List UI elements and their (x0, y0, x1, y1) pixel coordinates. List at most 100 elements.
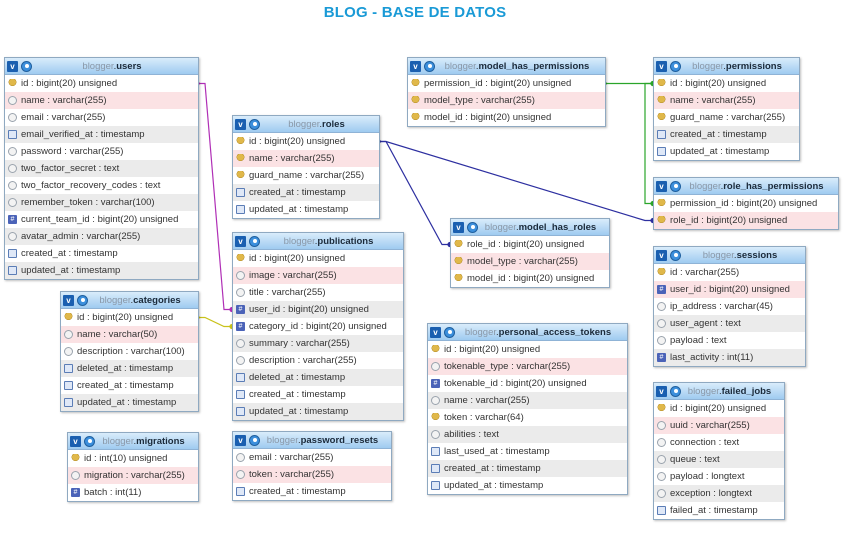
column-row[interactable]: model_type : varchar(255) (451, 253, 609, 270)
collapse-toggle-icon[interactable]: v (656, 249, 667, 261)
column-row[interactable]: description : varchar(255) (233, 352, 403, 369)
column-row[interactable]: two_factor_recovery_codes : text (5, 177, 198, 194)
column-row[interactable]: #batch : int(11) (68, 484, 198, 501)
column-row[interactable]: password : varchar(255) (5, 143, 198, 160)
table-options-icon[interactable] (467, 221, 478, 233)
column-row[interactable]: payload : longtext (654, 468, 784, 485)
column-row[interactable]: created_at : timestamp (654, 126, 799, 143)
column-row[interactable]: uuid : varchar(255) (654, 417, 784, 434)
column-row[interactable]: permission_id : bigint(20) unsigned (654, 195, 838, 212)
collapse-toggle-icon[interactable]: v (410, 60, 421, 72)
column-row[interactable]: name : varchar(255) (654, 92, 799, 109)
column-row[interactable]: #category_id : bigint(20) unsigned (233, 318, 403, 335)
column-row[interactable]: failed_at : timestamp (654, 502, 784, 519)
column-row[interactable]: remember_token : varchar(100) (5, 194, 198, 211)
table-options-icon[interactable] (444, 326, 455, 338)
column-row[interactable]: queue : text (654, 451, 784, 468)
table-options-icon[interactable] (424, 60, 435, 72)
table-options-icon[interactable] (77, 294, 88, 306)
collapse-toggle-icon[interactable]: v (235, 235, 246, 247)
column-row[interactable]: #user_id : bigint(20) unsigned (233, 301, 403, 318)
column-row[interactable]: permission_id : bigint(20) unsigned (408, 75, 605, 92)
column-row[interactable]: exception : longtext (654, 485, 784, 502)
collapse-toggle-icon[interactable]: v (656, 60, 667, 72)
column-row[interactable]: #user_id : bigint(20) unsigned (654, 281, 805, 298)
column-row[interactable]: id : bigint(20) unsigned (233, 250, 403, 267)
column-row[interactable]: created_at : timestamp (5, 245, 198, 262)
table-options-icon[interactable] (670, 249, 681, 261)
table-options-icon[interactable] (84, 435, 95, 447)
table-options-icon[interactable] (249, 235, 260, 247)
collapse-toggle-icon[interactable]: v (656, 180, 667, 192)
column-row[interactable]: id : int(10) unsigned (68, 450, 198, 467)
column-row[interactable]: id : bigint(20) unsigned (428, 341, 627, 358)
collapse-toggle-icon[interactable]: v (70, 435, 81, 447)
collapse-toggle-icon[interactable]: v (63, 294, 74, 306)
column-row[interactable]: created_at : timestamp (233, 483, 391, 500)
column-row[interactable]: title : varchar(255) (233, 284, 403, 301)
column-row[interactable]: image : varchar(255) (233, 267, 403, 284)
collapse-toggle-icon[interactable]: v (430, 326, 441, 338)
column-row[interactable]: updated_at : timestamp (233, 201, 379, 218)
collapse-toggle-icon[interactable]: v (235, 434, 246, 446)
column-row[interactable]: id : bigint(20) unsigned (233, 133, 379, 150)
column-row[interactable]: abilities : text (428, 426, 627, 443)
table-options-icon[interactable] (249, 434, 260, 446)
table-options-icon[interactable] (670, 60, 681, 72)
column-row[interactable]: payload : text (654, 332, 805, 349)
column-row[interactable]: token : varchar(255) (233, 466, 391, 483)
column-row[interactable]: email_verified_at : timestamp (5, 126, 198, 143)
column-row[interactable]: deleted_at : timestamp (61, 360, 198, 377)
collapse-toggle-icon[interactable]: v (656, 385, 667, 397)
table-options-icon[interactable] (21, 60, 32, 72)
column-row[interactable]: model_id : bigint(20) unsigned (451, 270, 609, 287)
column-row[interactable]: description : varchar(100) (61, 343, 198, 360)
column-row[interactable]: role_id : bigint(20) unsigned (654, 212, 838, 229)
column-row[interactable]: summary : varchar(255) (233, 335, 403, 352)
column-row[interactable]: connection : text (654, 434, 784, 451)
column-row[interactable]: two_factor_secret : text (5, 160, 198, 177)
table-options-icon[interactable] (670, 385, 681, 397)
column-row[interactable]: deleted_at : timestamp (233, 369, 403, 386)
column-row[interactable]: model_type : varchar(255) (408, 92, 605, 109)
column-row[interactable]: email : varchar(255) (5, 109, 198, 126)
column-row[interactable]: created_at : timestamp (428, 460, 627, 477)
column-row[interactable]: guard_name : varchar(255) (233, 167, 379, 184)
column-row[interactable]: name : varchar(255) (233, 150, 379, 167)
table-options-icon[interactable] (249, 118, 260, 130)
column-row[interactable]: model_id : bigint(20) unsigned (408, 109, 605, 126)
column-row[interactable]: ip_address : varchar(45) (654, 298, 805, 315)
column-row[interactable]: email : varchar(255) (233, 449, 391, 466)
column-row[interactable]: updated_at : timestamp (428, 477, 627, 494)
column-row[interactable]: created_at : timestamp (233, 386, 403, 403)
column-row[interactable]: updated_at : timestamp (5, 262, 198, 279)
column-row[interactable]: id : bigint(20) unsigned (61, 309, 198, 326)
column-row[interactable]: id : varchar(255) (654, 264, 805, 281)
column-row[interactable]: #current_team_id : bigint(20) unsigned (5, 211, 198, 228)
column-row[interactable]: migration : varchar(255) (68, 467, 198, 484)
table-options-icon[interactable] (670, 180, 681, 192)
